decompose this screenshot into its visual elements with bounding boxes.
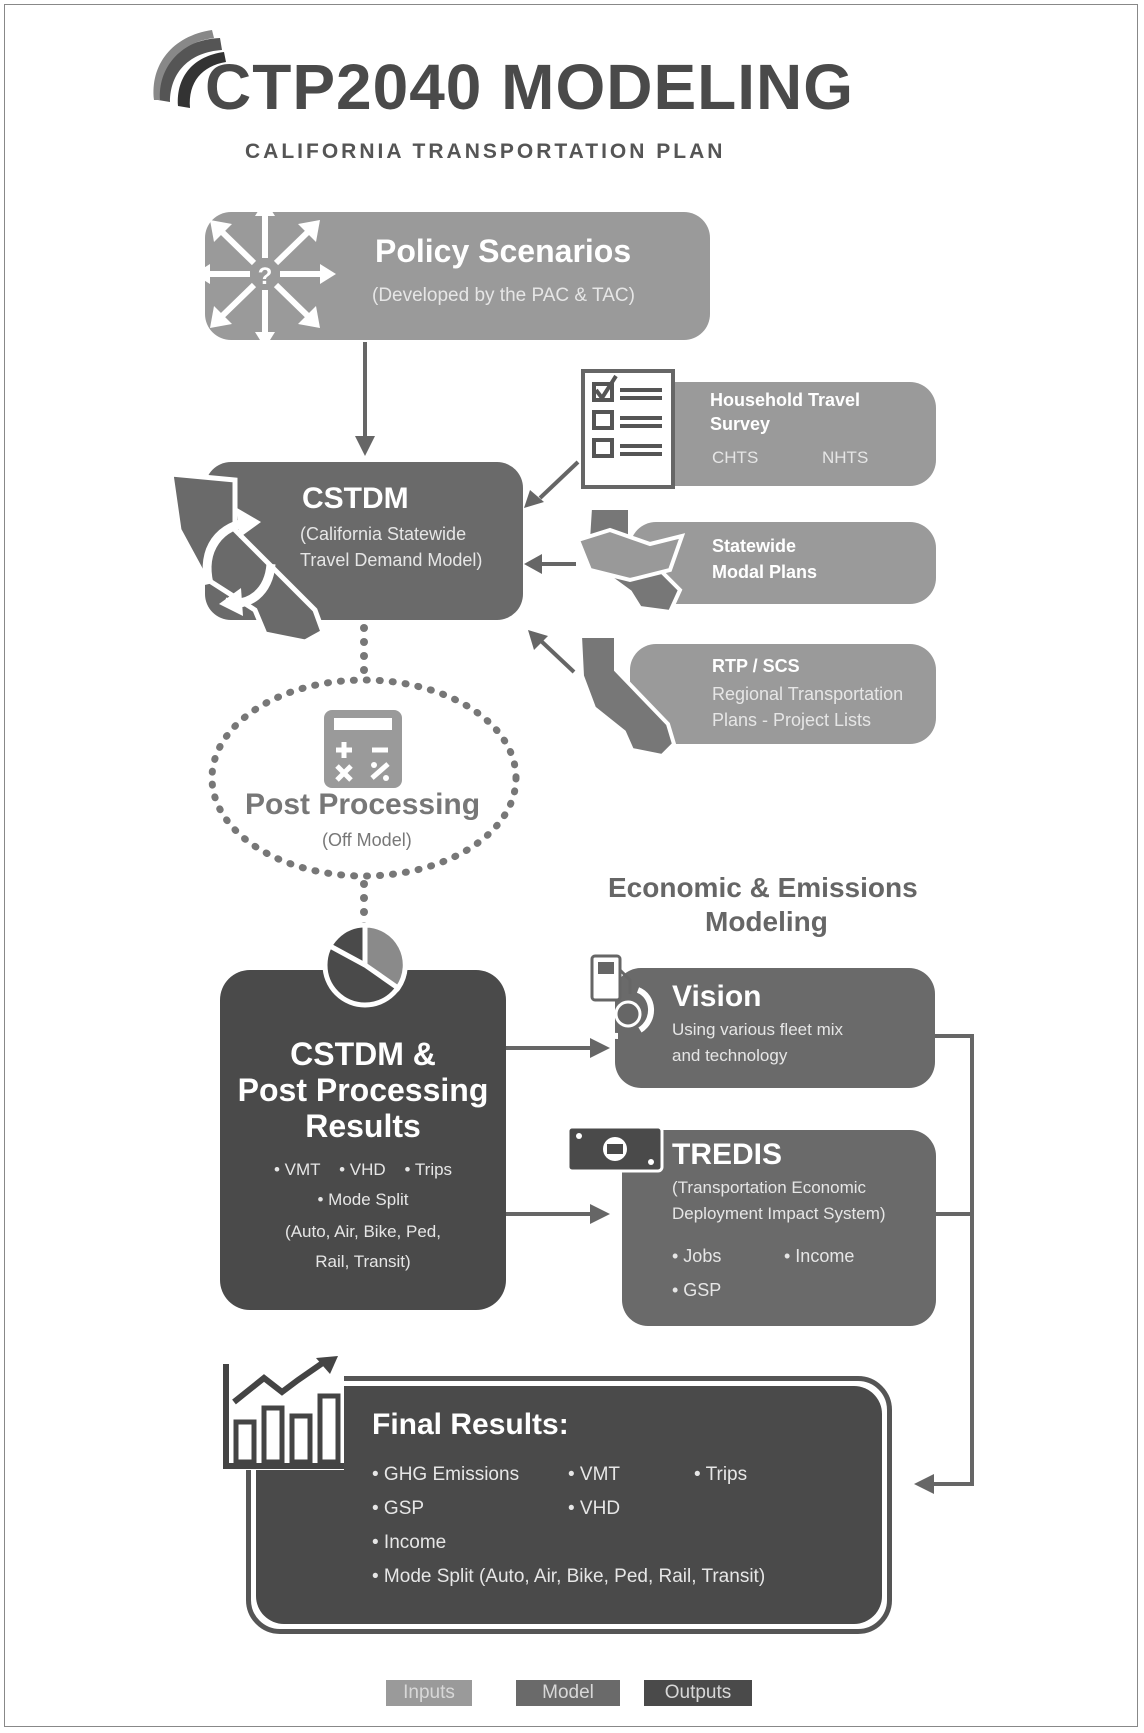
rtp-scs-box (630, 644, 936, 744)
california-cycle-icon (168, 471, 327, 645)
arrows-question-icon: ? (194, 200, 336, 348)
modal-title-line1: Statewide (712, 536, 797, 556)
results-title-line1: CSTDM & (290, 1036, 436, 1072)
econ-heading-line2: Modeling (705, 906, 828, 937)
rtp-title: RTP / SCS (712, 656, 800, 676)
rtp-line2: Plans - Project Lists (712, 710, 872, 730)
results-bullets-2: • Mode Split (317, 1190, 409, 1209)
cstdm-title: CSTDM (302, 482, 409, 515)
household-item-chts: CHTS (712, 448, 759, 467)
post-processing-title: Post Processing (245, 788, 481, 821)
tredis-title: TREDIS (672, 1138, 783, 1171)
final-item-vmt: • VMT (568, 1464, 621, 1485)
final-results-box (256, 1386, 882, 1624)
results-box (220, 970, 506, 1310)
final-item-mode-split: • Mode Split (Auto, Air, Bike, Ped, Rail… (372, 1566, 766, 1587)
results-bullets-4: Rail, Transit) (315, 1252, 411, 1271)
bar-chart-icon (220, 1356, 344, 1470)
tredis-line1: (Transportation Economic (672, 1178, 867, 1197)
checklist-icon (581, 369, 675, 489)
page-subtitle: CALIFORNIA TRANSPORTATION PLAN (245, 140, 726, 163)
tredis-bullet-jobs: • Jobs (672, 1246, 722, 1266)
policy-subtitle: (Developed by the PAC & TAC) (372, 285, 635, 306)
vision-line1: Using various fleet mix (672, 1020, 844, 1039)
logo-swoosh-icon (153, 30, 226, 108)
tredis-bullet-gsp: • GSP (672, 1280, 722, 1300)
legend-model: Model (516, 1680, 620, 1706)
svg-text:?: ? (258, 263, 273, 290)
final-item-gsp: • GSP (372, 1498, 425, 1519)
final-item-ghg: • GHG Emissions (372, 1464, 520, 1485)
tredis-line2: Deployment Impact System) (672, 1204, 886, 1223)
legend-outputs: Outputs (644, 1680, 752, 1706)
vision-box (615, 968, 935, 1088)
final-title: Final Results: (372, 1408, 569, 1441)
diagram-frame (4, 4, 1138, 1727)
results-title-line2: Post Processing (237, 1072, 489, 1108)
policy-title: Policy Scenarios (375, 233, 632, 269)
rtp-line1: Regional Transportation (712, 684, 904, 704)
tredis-bullet-income: • Income (784, 1246, 855, 1266)
vision-line2: and technology (672, 1046, 788, 1065)
results-title-line3: Results (305, 1108, 421, 1144)
california-map-icon (577, 634, 677, 759)
final-item-income: • Income (372, 1532, 447, 1553)
california-layers-icon (575, 506, 686, 615)
household-survey-box (630, 382, 936, 486)
calculator-icon (324, 710, 402, 788)
tredis-box (622, 1130, 936, 1326)
post-processing-subtitle: (Off Model) (322, 830, 412, 850)
household-item-nhts: NHTS (822, 448, 869, 467)
pie-chart-icon (322, 922, 408, 1008)
page-title: CTP2040 MODELING (205, 51, 855, 123)
econ-heading-line1: Economic & Emissions (608, 872, 918, 903)
cstdm-line2: Travel Demand Model) (300, 550, 483, 570)
final-item-vhd: • VHD (568, 1498, 621, 1519)
money-icon (566, 1125, 664, 1173)
final-item-trips: • Trips (694, 1464, 748, 1485)
results-bullets-3: (Auto, Air, Bike, Ped, (285, 1222, 441, 1241)
results-bullets-1: • VMT • VHD • Trips (273, 1160, 453, 1179)
fuel-pump-icon (590, 954, 654, 1039)
vision-title: Vision (672, 980, 762, 1013)
household-title-line2: Survey (710, 414, 771, 434)
modal-title-line2: Modal Plans (712, 562, 818, 582)
household-title-line1: Household Travel (710, 390, 861, 410)
cstdm-line1: (California Statewide (300, 524, 467, 544)
legend-inputs: Inputs (386, 1680, 472, 1706)
